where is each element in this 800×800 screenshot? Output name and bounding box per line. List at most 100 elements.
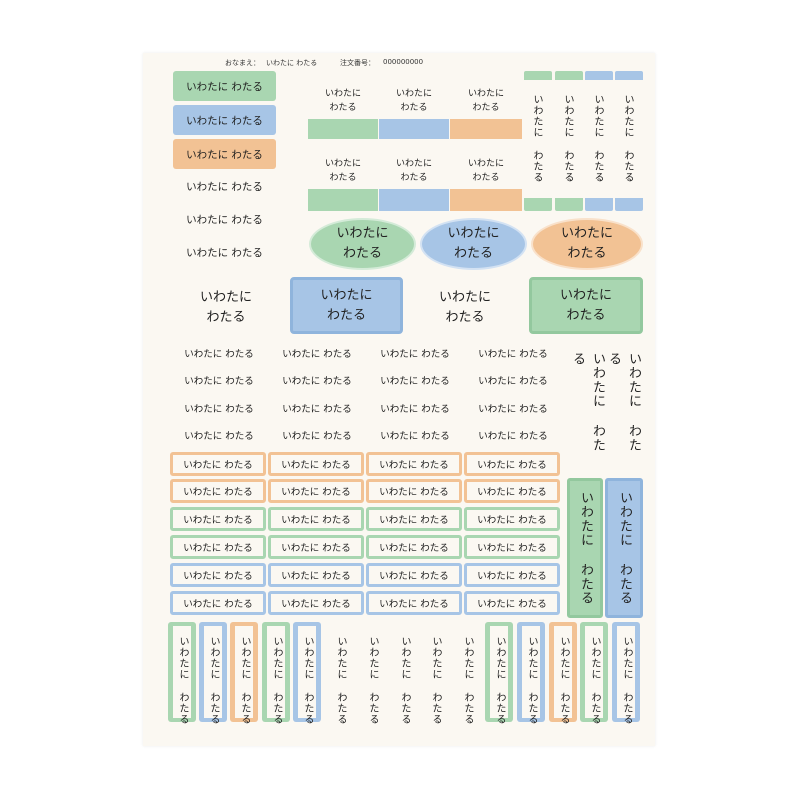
sticker-label: いわたに わたる: [268, 591, 364, 615]
sticker-label: いわたに わたる: [170, 507, 266, 531]
sticker-label-vertical: いわたに わたる: [570, 352, 605, 462]
name-value: いわたに わたる: [266, 59, 318, 67]
sticker-label: いわたに わたる: [268, 563, 364, 587]
sticker-label: いわたに わたる: [466, 398, 560, 418]
sticker-text: いわたに わたる: [430, 636, 441, 725]
sticker-text: いわたに わたる: [281, 515, 351, 526]
sticker-text: いわたに わたる: [558, 636, 569, 725]
sticker-label: いわたに わたる: [464, 479, 560, 503]
sticker-text: わたる: [472, 103, 500, 113]
sticker-label: いわたに わたる: [172, 425, 266, 445]
sticker-text: いわたに わたる: [282, 431, 352, 442]
sticker-text: わたる: [566, 307, 606, 323]
sticker-text: いわたに わたる: [281, 599, 351, 610]
sticker-label-vertical: いわたに わたる: [622, 94, 633, 183]
sticker-strip: いわたに わたる: [262, 622, 290, 725]
sticker-text: いわたに わたる: [380, 404, 450, 415]
color-band: [308, 189, 378, 211]
sticker-text: わたる: [329, 173, 357, 183]
sticker-text: いわたに わたる: [183, 487, 253, 498]
sticker-text: いわたに わたる: [183, 515, 253, 526]
sticker-strip: いわたに わたる: [421, 622, 449, 725]
sticker-text: いわたに わたる: [379, 487, 449, 498]
sticker-text: いわたに わたる: [183, 460, 253, 471]
sticker-text: いわたに わたる: [380, 431, 450, 442]
sticker-text: いわたに わたる: [183, 571, 253, 582]
sticker-large: いわたにわたる: [176, 282, 276, 334]
sticker-text: いわたに わたる: [184, 376, 254, 387]
sticker-label: いわたに わたる: [464, 591, 560, 615]
sticker-text: いわたに わたる: [177, 636, 188, 725]
sticker-strip: いわたに わたる: [485, 622, 513, 725]
sticker-strip: いわたに わたる: [168, 622, 196, 725]
sticker-label-vertical: いわたに わたる: [531, 94, 542, 183]
sticker-text: いわたに わたる: [478, 404, 548, 415]
color-band: [524, 198, 552, 211]
color-band: [555, 198, 583, 211]
sticker-text: いわたに わたる: [184, 349, 254, 360]
sticker-label: いわたに わたる: [170, 563, 266, 587]
sticker-label: いわたに わたる: [268, 479, 364, 503]
sticker-label: いわたにわたる: [379, 83, 449, 119]
sticker-text: いわたに わたる: [302, 636, 313, 725]
sticker-strip: いわたに わたる: [230, 622, 258, 725]
sticker-text: いわたに わたる: [380, 349, 450, 360]
sticker-label: いわたに わたる: [172, 398, 266, 418]
sticker-text: わたる: [400, 103, 428, 113]
sticker-text: いわたに: [395, 89, 432, 99]
sticker-text: いわたに: [559, 287, 612, 303]
sticker-text: いわたに わたる: [208, 636, 219, 725]
sticker-text: いわたに わたる: [184, 431, 254, 442]
sticker-strip: いわたに わたる: [612, 622, 640, 725]
sticker-label: いわたに わたる: [368, 343, 462, 363]
sticker-label: いわたに わたる: [464, 535, 560, 559]
sticker-text: いわたに: [447, 226, 500, 241]
sticker-label-vertical: いわたに わたる: [606, 352, 641, 462]
sticker-strip: いわたに わたる: [326, 622, 354, 725]
sticker-label: いわたに わたる: [173, 173, 276, 199]
sticker-label: いわたに わたる: [173, 105, 276, 135]
sticker-label: いわたに わたる: [172, 343, 266, 363]
sticker-label: いわたに わたる: [366, 479, 462, 503]
sticker-text: いわたに わたる: [186, 114, 263, 127]
sticker-label: いわたに わたる: [466, 370, 560, 390]
sticker-large: いわたにわたる: [529, 277, 643, 334]
sticker-label-vertical: いわたに わたる: [605, 478, 643, 618]
sticker-text: わたる: [453, 246, 493, 261]
sticker-label: いわたに わたる: [173, 206, 276, 232]
sticker-text: いわたに わたる: [186, 80, 263, 93]
sticker-text: いわたに わたる: [477, 460, 547, 471]
sticker-text: いわたに: [324, 159, 361, 169]
sticker-oval: いわたにわたる: [531, 218, 643, 270]
sticker-text: いわたに: [467, 89, 504, 99]
order-label: 注文番号：: [340, 59, 375, 67]
sticker-text: いわたに わたる: [462, 636, 473, 725]
sticker-text: いわたに わたる: [281, 571, 351, 582]
sticker-label-vertical: いわたに わたる: [567, 478, 603, 618]
sticker-text: いわたに わたる: [183, 543, 253, 554]
sticker-text: いわたに わたる: [478, 376, 548, 387]
sticker-text: わたる: [445, 310, 485, 325]
sticker-text: いわたに わたる: [477, 487, 547, 498]
color-band: [555, 71, 583, 80]
sticker-label: いわたに わたる: [170, 452, 266, 476]
sticker-text: いわたに: [199, 290, 252, 305]
sticker-text: いわたに: [336, 226, 389, 241]
sticker-text: いわたに わたる: [379, 599, 449, 610]
sticker-label: いわたに わたる: [270, 398, 364, 418]
color-band: [615, 198, 643, 211]
sticker-text: いわたに わたる: [478, 431, 548, 442]
sticker-label: いわたに わたる: [268, 535, 364, 559]
sticker-strip: いわたに わたる: [517, 622, 545, 725]
color-band: [524, 71, 552, 80]
sticker-label: いわたにわたる: [308, 153, 378, 189]
sticker-label: いわたに わたる: [464, 507, 560, 531]
sticker-label: いわたに わたる: [366, 452, 462, 476]
sticker-text: いわたに わたる: [477, 571, 547, 582]
sticker-text: わたる: [342, 246, 382, 261]
sticker-text: いわたに わたる: [379, 571, 449, 582]
sticker-text: いわたに: [324, 89, 361, 99]
sticker-label: いわたに わたる: [366, 563, 462, 587]
name-label: おなまえ：: [225, 59, 260, 67]
sticker-strip: いわたに わたる: [580, 622, 608, 725]
